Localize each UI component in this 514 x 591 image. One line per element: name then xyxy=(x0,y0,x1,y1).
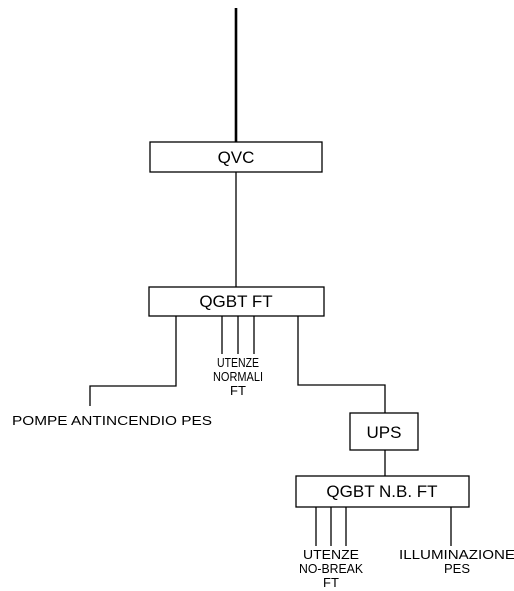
qvc-label: QVC xyxy=(218,148,255,167)
utenze-nobreak-label-line2: NO-BREAK xyxy=(299,561,363,576)
utenze-normali-label-line2: NORMALI xyxy=(213,369,263,384)
illuminazione-label-line2: PES xyxy=(444,561,470,576)
utenze-nobreak-branch xyxy=(315,507,347,546)
ups-unit: UPS xyxy=(349,412,419,451)
ups-label: UPS xyxy=(367,423,402,442)
utenze-normali-label-line1: UTENZE xyxy=(217,355,259,370)
utenze-normali-label-line3: FT xyxy=(230,383,246,398)
illuminazione-label-line1: ILLUMINAZIONE xyxy=(399,547,514,562)
qgbt-ft-panel: QGBT FT xyxy=(148,286,325,317)
pompe-label: POMPE ANTINCENDIO PES xyxy=(12,413,212,428)
qvc-panel: QVC xyxy=(149,141,323,173)
utenze-normali-branch xyxy=(221,316,255,354)
utenze-nobreak-label-line1: UTENZE xyxy=(303,547,359,562)
qgbt-ft-label: QGBT FT xyxy=(199,292,272,311)
qgbt-ft-to-ups-line xyxy=(297,316,386,413)
pompe-branch-line xyxy=(89,316,177,406)
qgbt-nb-ft-panel: QGBT N.B. FT xyxy=(295,475,470,508)
qgbt-nb-ft-label: QGBT N.B. FT xyxy=(326,482,437,501)
utenze-nobreak-label-line3: FT xyxy=(323,575,339,590)
